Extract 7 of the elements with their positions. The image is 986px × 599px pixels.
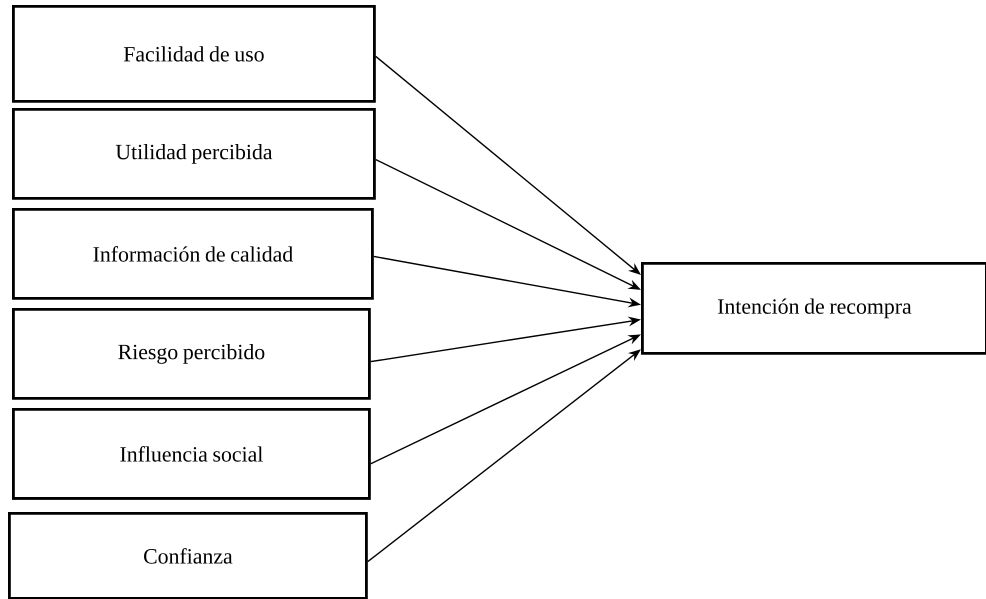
text-box: Riesgo percibido <box>12 308 371 400</box>
text-box: Utilidad percibida <box>12 108 376 200</box>
text-box: Facilidad de uso <box>12 5 376 103</box>
text-box: Confianza <box>8 512 368 599</box>
text-box: Intención de recompra <box>641 262 986 355</box>
text-box: Información de calidad <box>12 208 374 300</box>
text-box: Influencia social <box>12 408 371 500</box>
